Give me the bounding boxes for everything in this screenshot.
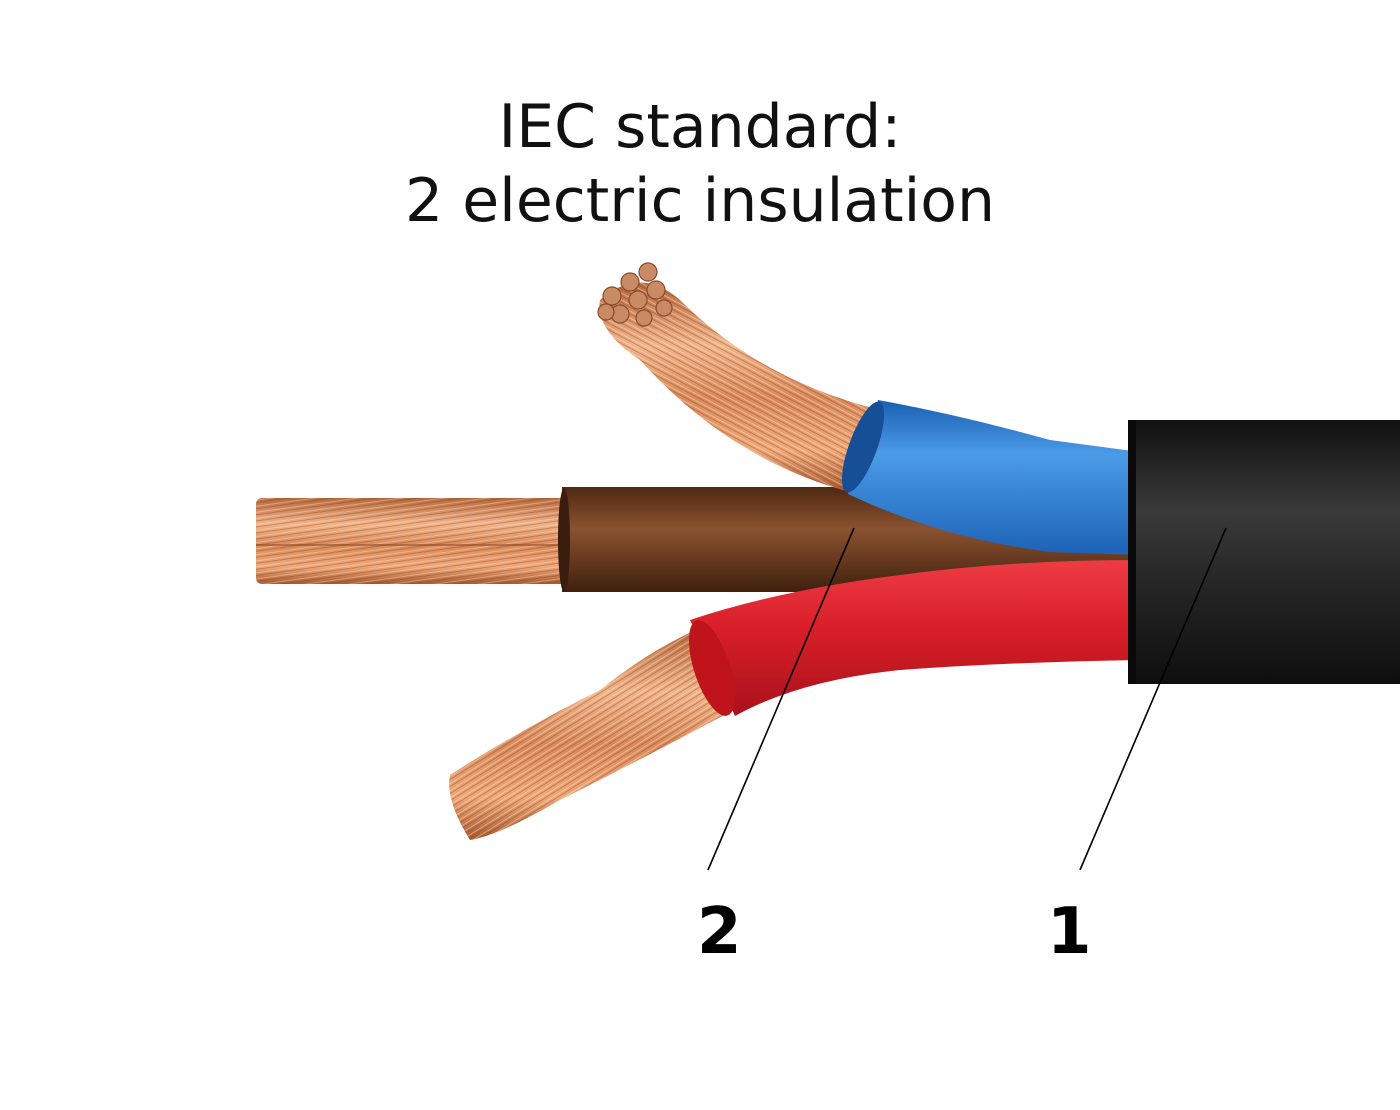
diagram-title: IEC standard: 2 electric insulation	[0, 90, 1400, 238]
blue-wire-copper-conductor	[597, 262, 880, 492]
blue-wire-insulation	[841, 400, 1140, 555]
callout-2-label: 2	[697, 895, 742, 969]
red-wire-insulation	[688, 560, 1140, 716]
callout-1-label: 1	[1047, 895, 1092, 969]
outer-sheath	[1128, 420, 1400, 684]
blue-wire-strand-ends	[597, 262, 673, 327]
callout-2-leader-line	[707, 527, 855, 871]
callout-1-leader-line	[1079, 527, 1227, 871]
title-line-2: 2 electric insulation	[404, 166, 995, 236]
brown-wire-copper-conductor	[256, 498, 568, 584]
red-wire-copper-conductor	[449, 628, 730, 840]
title-line-1: IEC standard:	[498, 92, 902, 162]
